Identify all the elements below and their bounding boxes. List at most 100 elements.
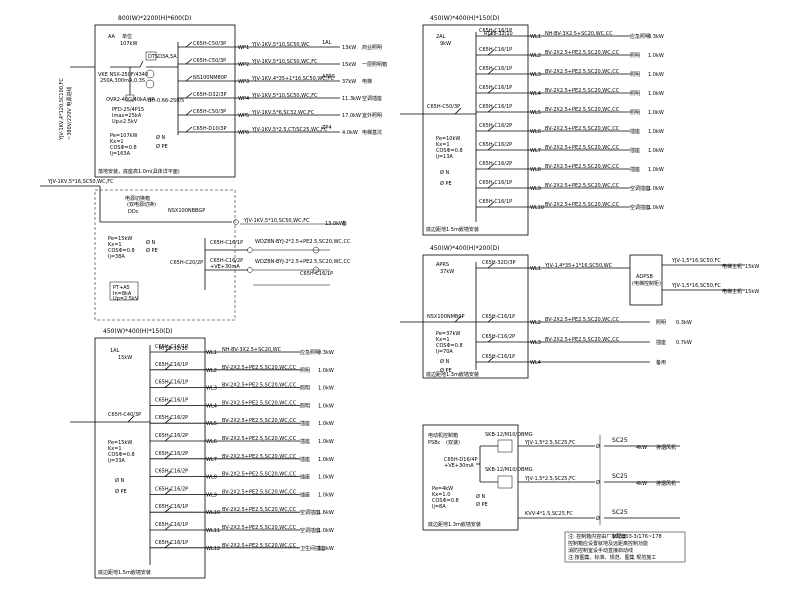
circuit-breaker: C65H-C16/2P: [155, 451, 188, 457]
panel-b-pe-1: Kx=1: [108, 242, 122, 248]
circuit-id: WL6: [206, 439, 217, 445]
circuit-power: 1.3kW: [318, 546, 334, 552]
circuit-note: 商业照明: [362, 44, 382, 51]
circuit-id: WL3: [530, 72, 541, 78]
panel-b-circuit-2: WDZBN-BYJ-2*2.5+PE2.5,SC20,WC,CC: [255, 239, 351, 245]
panel-f-line-2: YJV-1,5*2.5,SC25,FC: [524, 476, 576, 482]
circuit-note: 一层照明箱: [362, 61, 387, 68]
circuit-breaker: C65H-C50/3P: [193, 109, 226, 115]
circuit-power: 1.0kW: [648, 167, 664, 173]
circuit-breaker: C65H-C50/3P: [193, 58, 226, 64]
adp-box: [629, 254, 663, 306]
panel-b-pe-2: COSΦ=0.8: [108, 248, 135, 254]
circuit-cable: BV-2X2.5+PE2.5,SC20,WC,CC: [222, 436, 297, 442]
circuit-breaker: C65H-C16/1P: [155, 362, 188, 368]
circuit-power: 1.0kW: [648, 148, 664, 154]
panel-c-pe-2: COSΦ=0.8: [108, 452, 135, 458]
circuit-note: 插座: [300, 438, 310, 445]
circuit-cable: BV-2X2.5+PE2.5,SC20,WC,CC: [545, 69, 620, 75]
circuit-note: 应急照明: [300, 349, 320, 356]
circuit-id: WL4: [530, 91, 541, 97]
panel-e-box: [422, 254, 529, 379]
panel-a-surge-4: Up≤2.5kV: [112, 119, 138, 125]
panel-f-pe-3: Ij=8A: [432, 504, 446, 510]
circuit-id: WL1: [530, 266, 541, 272]
circuit-note: 空调插座: [300, 527, 320, 534]
panel-c-ground-pe: Ø PE: [115, 488, 127, 495]
circuit-cable: YJV-1KV,4*35+1*16,SC50,WC,FC: [251, 76, 334, 82]
circuit-note: 电梯: [362, 78, 372, 85]
panel-a-feeder: YJV-1KV,4*120,SC100,FC: [59, 78, 65, 141]
circuit-note: 插座: [300, 474, 310, 481]
panel-b-label: 电源切换箱: [125, 195, 150, 202]
circuit-id: WP6: [238, 130, 249, 136]
circuit-power: 1.0kW: [318, 475, 334, 481]
panel-b-breaker-3b: +VE+30mA: [210, 264, 240, 270]
circuit-cable: YJV-1KV,5*10,SC50,WC: [251, 42, 310, 48]
panel-c-power: 15kW: [118, 355, 132, 361]
circuit-note: 照明: [300, 403, 310, 409]
panel-f-pe-1: Kx=1.0: [432, 492, 450, 498]
circuit-power: 1.0kW: [648, 91, 664, 97]
circuit-breaker: C65H-D10/3P: [193, 126, 227, 132]
panel-f-box: [422, 424, 519, 531]
panel-a-main-switch: VKE NSX-250F/4340: [98, 72, 148, 78]
panel-b-ground-pe: Ø PE: [146, 247, 158, 254]
panel-f-pe-2: COSΦ=0.8: [432, 498, 459, 504]
circuit-note: 照明: [656, 320, 666, 326]
panel-b-spd-2: In=8kA: [113, 291, 132, 297]
panel-f-ground-n: Ø N: [476, 493, 486, 500]
circuit-note: 室外照明: [362, 112, 382, 119]
circuit-id: WL2: [530, 53, 541, 59]
circuit-power: 1.0kW: [318, 457, 334, 463]
circuit-id: WL7: [530, 148, 541, 154]
panel-f-note-3: 注:按图集、标准、规范、图集 规范施工: [568, 554, 656, 561]
circuit-power: 11.3kW: [342, 96, 361, 102]
circuit-power: 37kW: [342, 79, 356, 85]
terminal-symbol-2: Ø: [596, 479, 600, 486]
circuit-cable: YJV-1KV,5*10,SC50,WC,FC: [251, 93, 318, 99]
circuit-cable: BV-2X2.5+PE2.5,SC20,WC,CC: [545, 337, 620, 343]
panel-e-pe-2: COSΦ=0.8: [436, 343, 463, 349]
circuit-id: WL1: [206, 350, 217, 356]
panel-f-notes-box: [564, 531, 686, 563]
circuit-breaker: C65H-C16/1P: [155, 504, 188, 510]
circuit-breaker: C65H-D32/3P: [193, 92, 227, 98]
circuit-cable: BV-2X2.5+PE2.5,SC20,WC,CC: [545, 164, 620, 170]
panel-f-starter-1: SKB-12/M10/DBMG: [485, 432, 533, 438]
circuit-cable: BV-2X2.5+PE2.5,SC20,WC,CC: [222, 365, 297, 371]
panel-b-circuit-1-note: 备: [342, 220, 347, 227]
panel-f-sc-1: SC25: [612, 437, 628, 444]
panel-a-title: 800(W)*2200(H)*600(D): [118, 15, 191, 22]
circuit-id: WL3: [530, 340, 541, 346]
panel-f-pe-0: Pe=4kW: [432, 486, 453, 492]
circuit-id: WL10: [206, 510, 220, 516]
panel-c-pe-3: Ij=33A: [108, 458, 125, 464]
circuit-id: WL2: [206, 368, 217, 374]
panel-d-pe-2: COSΦ=0.8: [436, 148, 463, 154]
panel-a-meter: BH-0.66-250/5: [148, 98, 184, 104]
circuit-id: WL5: [530, 110, 541, 116]
panel-b-ground-n: Ø N: [146, 239, 156, 246]
circuit-cable: BV-2X2.5+PE2.5,SC20,WC,CC: [222, 383, 297, 389]
panel-c-pe-1: Kx=1: [108, 446, 122, 452]
circuit-cable: BV-2X2.5+PE2.5,SC20,WC,CC: [545, 88, 620, 94]
panel-f-sc-2: SC25: [612, 473, 628, 480]
circuit-power: 1.0kW: [318, 439, 334, 445]
circuit-breaker: C65H-C16/1P: [482, 354, 515, 360]
circuit-id: WL6: [530, 129, 541, 135]
circuit-note: 插座: [630, 128, 640, 135]
panel-c-fuse: RT18-32/10: [159, 346, 188, 352]
panel-e-bottom-note: 底边距地1.3m嵌墙安装: [426, 371, 479, 378]
circuit-cable: BV-2X2.5+PE2.5,SC20,WC,CC: [545, 317, 620, 323]
circuit-dest: APRS: [322, 74, 335, 80]
panel-a-pe-3: Ij=163A: [110, 151, 131, 157]
panel-e-id: APRS: [436, 262, 449, 268]
circuit-note: 空调插座: [300, 509, 320, 516]
adp-line-1-note: 电梯主机: [722, 263, 742, 270]
panel-a-note: 单位: [122, 33, 132, 40]
circuit-cable: BV-2X2.5+PE2.5,SC20,WC,CC: [222, 525, 297, 531]
circuit-note: 照明: [630, 72, 640, 78]
